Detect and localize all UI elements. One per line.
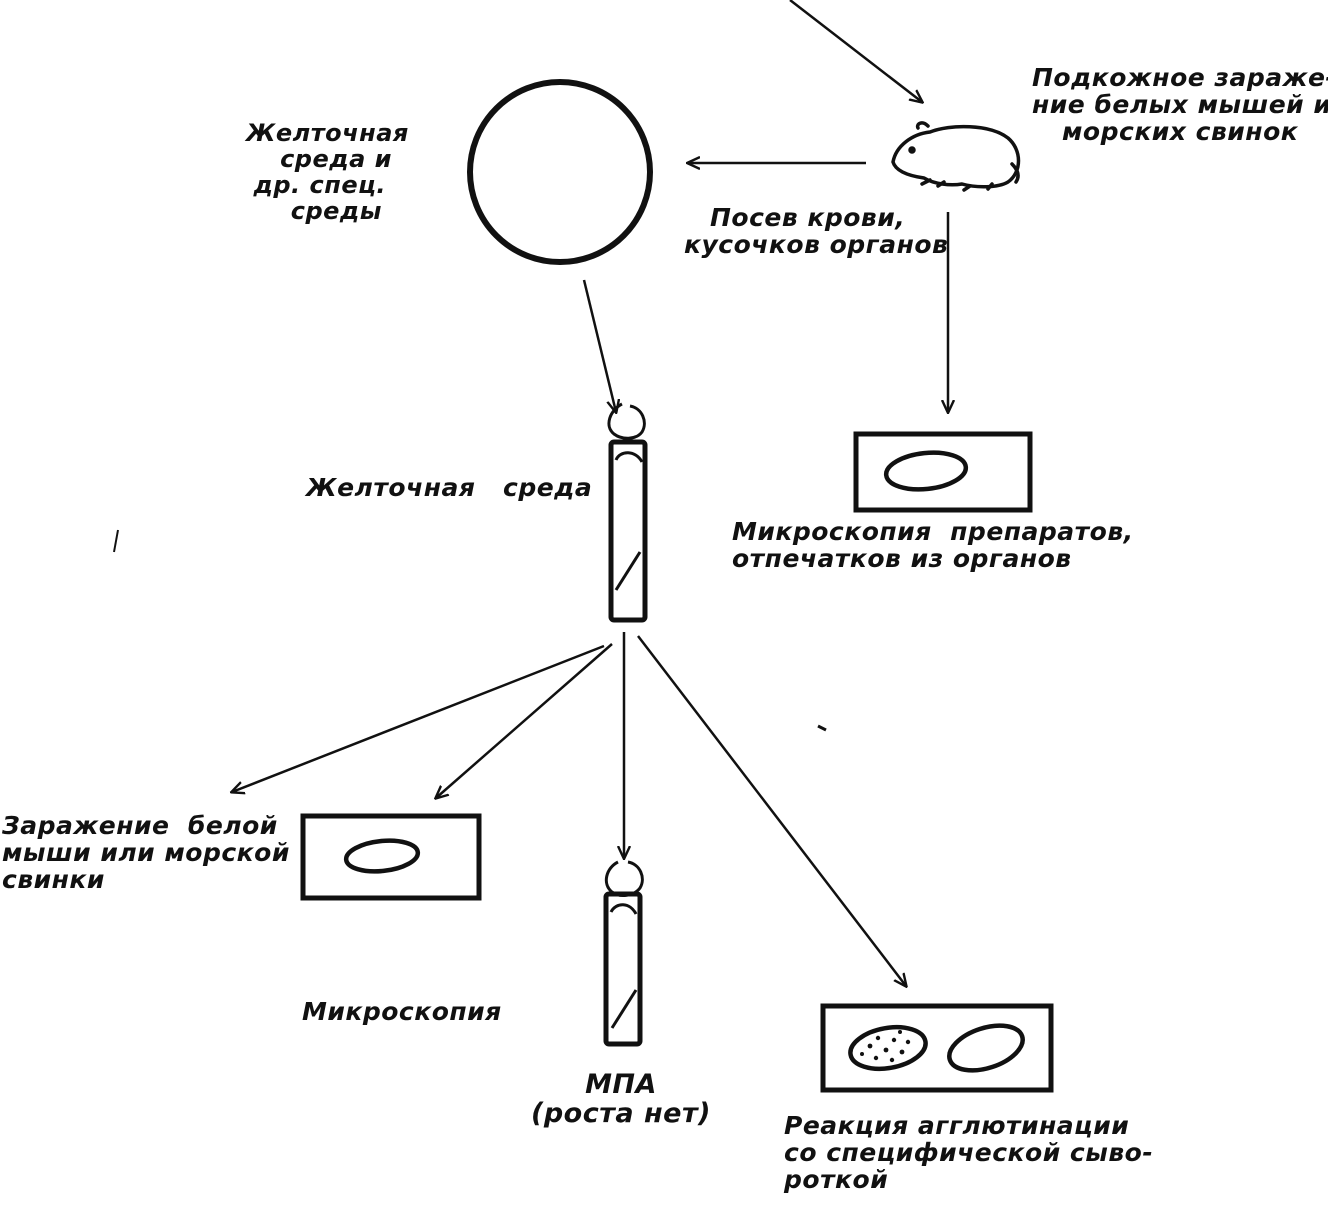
test-tube-yolk-icon: [607, 402, 648, 623]
label-organ-microscopy: Микроскопия препаратов, отпечатков из ор…: [732, 517, 1134, 573]
label-mpa: МПА (роста нет): [531, 1069, 711, 1129]
slide-organ-smear-icon: [853, 431, 1033, 513]
petri-dish-icon: [467, 79, 653, 265]
slide-microscopy-icon: [300, 813, 482, 901]
label-microscopy: Микроскопия: [302, 997, 502, 1026]
label-yolk-medium: Желточная среда: [306, 473, 593, 502]
stray-mark: [113, 529, 119, 553]
arrow-to-mouse-infection: [232, 644, 605, 792]
mouse-icon: [891, 121, 1021, 192]
arrow-to-microscopy-slide: [436, 643, 613, 798]
label-yolk-and-special-media: Желточная среда и др. спец. среды: [246, 119, 409, 225]
label-infection-mouse: Заражение белой мыши или морской свинки: [2, 811, 290, 894]
label-subcutaneous-infection: Подкожное зараже- ние белых мышей или мо…: [1032, 63, 1328, 146]
label-agglutination: Реакция агглютинации со специфической сы…: [784, 1111, 1154, 1194]
slide-agglutination-icon: [820, 1003, 1054, 1093]
arrow-to-agglutination: [637, 635, 906, 986]
arrow-plate-to-tube: [582, 279, 616, 412]
arrow-into-mouse: [789, 0, 922, 102]
test-tube-mpa-icon: [603, 860, 644, 1047]
label-blood-seeding: Посев крови, кусочков органов: [684, 203, 949, 259]
stray-mark: [817, 724, 827, 732]
